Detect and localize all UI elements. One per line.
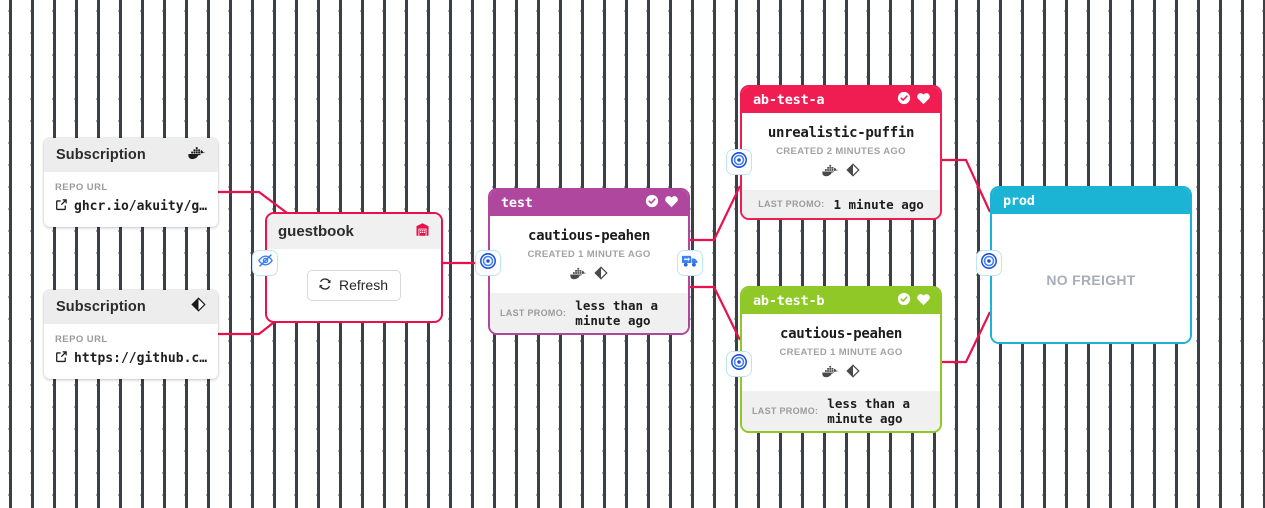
stage-header: ab-test-b [742,288,940,314]
subscribe-test-button[interactable] [475,250,501,276]
external-link-icon[interactable] [55,350,68,367]
subscription-title: Subscription [56,299,146,315]
last-promo-value: less than a minute ago [575,298,659,328]
stage-name: ab-test-a [753,92,825,108]
git-icon [594,266,608,285]
no-freight-label: NO FREIGHT [1046,272,1136,288]
stage-body: cautious-peahen CREATED 1 MINUTE AGO [742,314,940,391]
stage-card-ab-test-a[interactable]: ab-test-a unrealistic-puffin CREATED 2 M… [740,85,942,220]
hide-warehouse-button[interactable] [252,250,278,276]
last-promo-value: 1 minute ago [833,196,924,212]
freight-source-icons [750,163,932,182]
last-promo-label: LAST PROMO: [752,405,819,416]
docker-icon [570,267,587,285]
refresh-button[interactable]: Refresh [306,269,402,301]
warehouse-header: guestbook [267,214,441,249]
repo-url-value-row[interactable]: ghcr.io/akuity/g… [55,198,207,215]
stage-header: test [490,190,688,216]
external-link-icon[interactable] [55,198,68,215]
subscription-card-git[interactable]: Subscription REPO URL https://github.c… [44,290,218,379]
subscribe-ab-test-b-button[interactable] [726,351,752,377]
git-icon [846,364,860,383]
truck-icon [681,253,699,274]
repo-url-label: REPO URL [55,182,108,193]
docker-icon [822,365,839,383]
stage-footer: LAST PROMO: less than a minute ago [742,391,940,431]
subscription-header: Subscription [44,138,218,172]
repo-url-text: ghcr.io/akuity/g… [74,199,207,214]
subscription-body: REPO URL ghcr.io/akuity/g… [44,172,218,227]
subscribe-prod-button[interactable] [976,250,1002,276]
freight-source-icons [750,364,932,383]
docker-icon [188,146,206,165]
warehouse-icon [415,222,430,242]
repo-url-label: REPO URL [55,334,108,345]
git-icon [191,297,206,317]
warehouse-card-guestbook[interactable]: guestbook [265,212,443,323]
subscription-title: Subscription [56,147,146,163]
subscription-body: REPO URL https://github.c… [44,324,218,379]
target-icon [479,252,497,275]
stage-name: prod [1003,193,1035,209]
stage-footer: LAST PROMO: 1 minute ago [742,190,940,218]
check-circle-icon [897,292,911,311]
warehouse-title: guestbook [278,223,354,240]
heart-icon[interactable] [916,91,931,110]
target-icon [730,353,748,376]
freight-created: CREATED 1 MINUTE AGO [527,249,651,260]
freight-created: CREATED 2 MINUTES AGO [776,146,906,157]
subscription-header: Subscription [44,290,218,324]
freight-source-icons [498,266,680,285]
stage-body: unrealistic-puffin CREATED 2 MINUTES AGO [742,113,940,190]
stage-header: ab-test-a [742,87,940,113]
stage-header: prod [992,188,1190,214]
refresh-button-label: Refresh [338,277,389,293]
heart-icon[interactable] [664,194,679,213]
stage-card-test[interactable]: test cautious-peahen CREATED 1 MINUTE AG… [488,188,690,335]
stage-card-prod[interactable]: prod NO FREIGHT [990,186,1192,344]
stage-name: ab-test-b [753,293,825,309]
eye-off-icon [257,252,274,274]
stage-body: NO FREIGHT [992,214,1190,342]
refresh-icon [318,277,332,294]
freight-name: unrealistic-puffin [767,125,915,141]
target-icon [980,252,998,275]
freight-created: CREATED 1 MINUTE AGO [779,347,903,358]
freight-name: cautious-peahen [780,326,902,342]
stage-body: cautious-peahen CREATED 1 MINUTE AGO [490,216,688,293]
target-icon [730,151,748,174]
stage-name: test [501,195,533,211]
git-icon [846,163,860,182]
check-circle-icon [645,194,659,213]
heart-icon[interactable] [916,292,931,311]
freight-name: cautious-peahen [528,228,650,244]
stage-footer: LAST PROMO: less than a minute ago [490,293,688,333]
docker-icon [822,164,839,182]
repo-url-text: https://github.c… [74,351,207,366]
promote-test-button[interactable] [677,250,703,276]
warehouse-body: Refresh [267,249,441,321]
subscribe-ab-test-a-button[interactable] [726,149,752,175]
last-promo-label: LAST PROMO: [500,307,567,318]
last-promo-value: less than a minute ago [827,396,911,426]
check-circle-icon [897,91,911,110]
stage-card-ab-test-b[interactable]: ab-test-b cautious-peahen CREATED 1 MINU… [740,286,942,433]
subscription-card-image[interactable]: Subscription REPO URL ghcr.io/akuity/g… [44,138,218,227]
last-promo-label: LAST PROMO: [758,198,825,209]
repo-url-value-row[interactable]: https://github.c… [55,350,207,367]
